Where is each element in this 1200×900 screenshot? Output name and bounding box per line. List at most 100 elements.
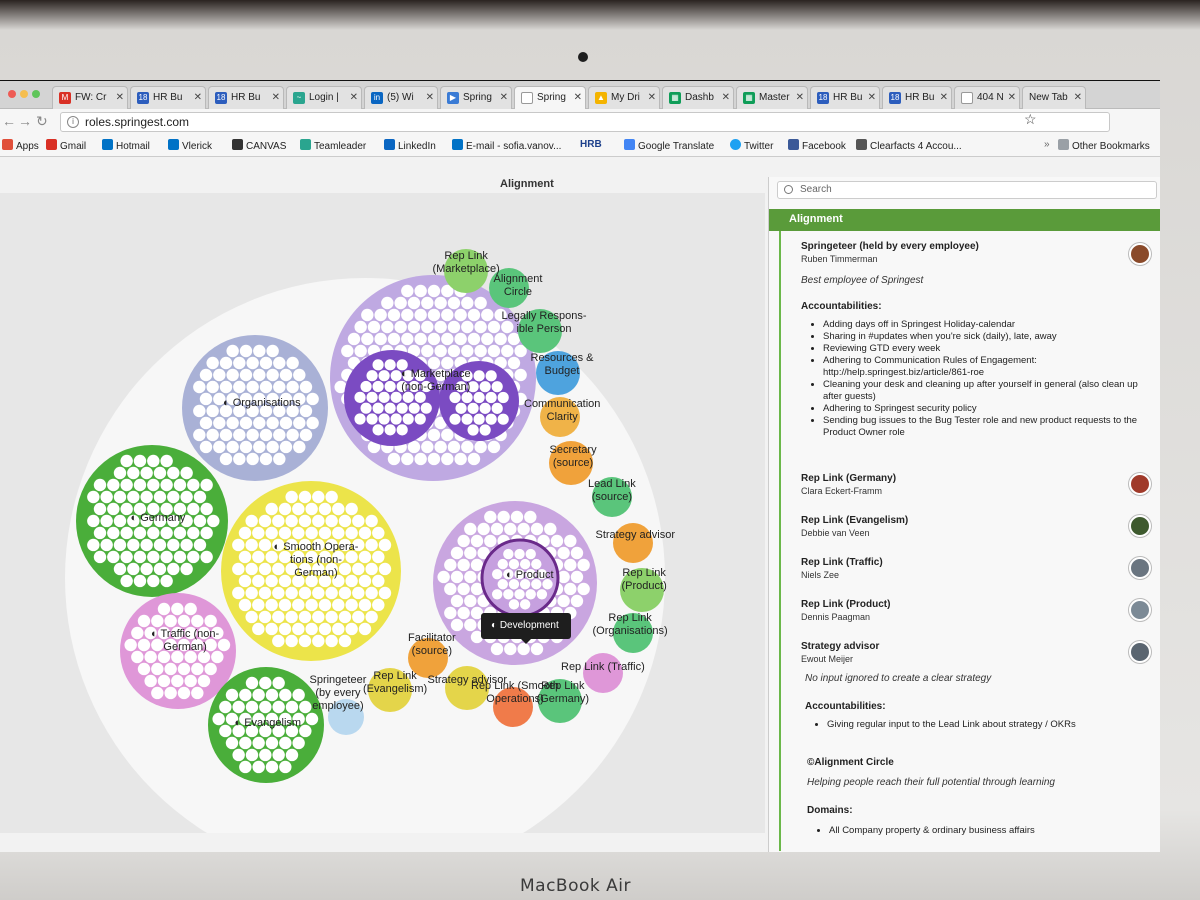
- bookmark-teamleader[interactable]: Teamleader: [300, 139, 366, 152]
- tab-dashboard[interactable]: ▦Dashb✕: [662, 86, 734, 109]
- tab-my-drive[interactable]: ▲My Dri✕: [588, 86, 660, 109]
- circle-label[interactable]: ◐ Traffic (non-German): [151, 628, 220, 653]
- circle-header[interactable]: Alignment: [769, 209, 1160, 231]
- bookmark-linkedin[interactable]: LinkedIn: [384, 139, 436, 152]
- bookmark-google-translate[interactable]: Google Translate: [624, 139, 714, 152]
- role-rep-link-product[interactable]: Rep Link (Product) Dennis Paagman: [801, 599, 891, 622]
- close-window-icon[interactable]: [8, 90, 16, 98]
- search-input[interactable]: Search: [777, 181, 1157, 199]
- forward-icon[interactable]: →: [18, 113, 32, 129]
- circle-label[interactable]: ◐ Organisations: [223, 396, 301, 409]
- role-rep-link-product[interactable]: [620, 568, 664, 612]
- tab-linkedin[interactable]: in(5) Wi✕: [364, 86, 438, 109]
- circle-label[interactable]: ◐ Product: [506, 568, 554, 581]
- close-tab-icon[interactable]: ✕: [499, 92, 508, 103]
- circle-map[interactable]: ◐ Development Rep Link(Marketplace)Align…: [0, 193, 765, 833]
- role-springeteer[interactable]: Springeteer (held by every employee) Rub…: [801, 241, 979, 264]
- circle-label[interactable]: ◐ Smooth Opera-tions (non-German): [273, 540, 359, 579]
- bookmark-gmail[interactable]: Gmail: [46, 139, 86, 152]
- circle-label[interactable]: ◐ Marketplace(non-German): [401, 368, 471, 393]
- url-field[interactable]: i roles.springest.com: [60, 112, 1110, 132]
- bookmark-clearfacts[interactable]: Clearfacts 4 Accou...: [856, 139, 962, 152]
- role-rep-link-smooth[interactable]: [493, 687, 533, 727]
- tab-login[interactable]: ~Login |✕: [286, 86, 362, 109]
- bookmark-facebook[interactable]: Facebook: [788, 139, 846, 152]
- role-springeteer[interactable]: [328, 699, 364, 735]
- circle-label[interactable]: Rep Link(Germany): [536, 680, 590, 705]
- role-resources-budget[interactable]: [536, 351, 580, 395]
- role-alignment-circle[interactable]: [489, 268, 529, 308]
- close-tab-icon[interactable]: ✕: [115, 92, 124, 103]
- close-tab-icon[interactable]: ✕: [1073, 92, 1082, 103]
- close-tab-icon[interactable]: ✕: [573, 92, 582, 103]
- bookmark-canvas[interactable]: CANVAS: [232, 139, 286, 152]
- role-rep-link-traffic[interactable]: Rep Link (Traffic) Niels Zee: [801, 557, 883, 580]
- role-facilitator[interactable]: [408, 638, 448, 678]
- more-bookmarks-icon[interactable]: »: [1044, 139, 1050, 150]
- circle-label[interactable]: Facilitator(source): [408, 632, 456, 657]
- role-rep-link-organisations[interactable]: [613, 613, 653, 653]
- role-legally-responsible[interactable]: [518, 309, 562, 353]
- bookmark-hrb[interactable]: HRB: [580, 139, 602, 150]
- bookmark-vlerick[interactable]: Vlerick: [168, 139, 212, 152]
- circle-label[interactable]: Rep Link(Evangelism): [363, 670, 428, 695]
- circle-label[interactable]: ◐ Evangelism: [234, 716, 302, 729]
- role-strategy-advisor-2[interactable]: [445, 666, 489, 710]
- alignment-circle-title[interactable]: ©Alignment Circle: [807, 757, 894, 768]
- role-secretary[interactable]: [549, 441, 593, 485]
- circle-label[interactable]: Secretary(source): [549, 444, 597, 469]
- close-tab-icon[interactable]: ✕: [1007, 92, 1016, 103]
- circle-map-canvas[interactable]: [0, 193, 765, 833]
- circle-label[interactable]: Strategy advisor: [427, 673, 507, 686]
- bookmark-apps[interactable]: Apps: [2, 139, 39, 152]
- close-tab-icon[interactable]: ✕: [193, 92, 202, 103]
- close-tab-icon[interactable]: ✕: [271, 92, 280, 103]
- close-tab-icon[interactable]: ✕: [795, 92, 804, 103]
- role-rep-link-germany[interactable]: Rep Link (Germany) Clara Eckert-Framm: [801, 473, 897, 496]
- bookmark-star-icon[interactable]: ☆: [1024, 111, 1037, 127]
- tab-springest-active[interactable]: Spring✕: [514, 86, 586, 110]
- bookmark-other[interactable]: Other Bookmarks: [1058, 139, 1150, 152]
- reload-icon[interactable]: ↻: [36, 113, 48, 129]
- role-rep-link-germany[interactable]: [538, 679, 582, 723]
- bookmark-twitter[interactable]: Twitter: [730, 139, 773, 152]
- circle-label[interactable]: Resources &Budget: [530, 352, 594, 377]
- tab-master[interactable]: ▦Master✕: [736, 86, 808, 109]
- close-tab-icon[interactable]: ✕: [349, 92, 358, 103]
- role-lead-link[interactable]: [592, 477, 632, 517]
- close-tab-icon[interactable]: ✕: [721, 92, 730, 103]
- role-communication-clarity[interactable]: [540, 397, 580, 437]
- role-rep-link-marketplace[interactable]: [444, 249, 488, 293]
- bookmark-email[interactable]: E-mail - sofia.vanov...: [452, 139, 561, 152]
- circle-label[interactable]: ◐ Germany: [130, 511, 186, 524]
- bookmark-hotmail[interactable]: Hotmail: [102, 139, 150, 152]
- role-rep-link-traffic[interactable]: [583, 653, 623, 693]
- close-tab-icon[interactable]: ✕: [939, 92, 948, 103]
- circle-label[interactable]: Rep Link(Organisations): [592, 612, 668, 637]
- circle-label[interactable]: Strategy advisor: [595, 528, 675, 541]
- zoom-window-icon[interactable]: [32, 90, 40, 98]
- tab-springest-1[interactable]: ▶Spring✕: [440, 86, 512, 109]
- close-tab-icon[interactable]: ✕: [867, 92, 876, 103]
- circle-label[interactable]: Legally Respons-ible Person: [501, 310, 587, 335]
- circle-label[interactable]: Rep Link(Product): [621, 567, 667, 592]
- close-tab-icon[interactable]: ✕: [425, 92, 434, 103]
- circle-label[interactable]: Rep Link (Traffic): [561, 660, 645, 673]
- tab-404[interactable]: 404 N✕: [954, 86, 1020, 109]
- role-strategy-advisor[interactable]: Strategy advisor Ewout Meijer: [801, 641, 880, 664]
- close-tab-icon[interactable]: ✕: [647, 92, 656, 103]
- back-icon[interactable]: ←: [2, 113, 16, 129]
- role-rep-link-evangelism[interactable]: [368, 668, 412, 712]
- circle-label[interactable]: Lead Link(source): [588, 478, 636, 503]
- role-strategy-advisor[interactable]: [613, 523, 653, 563]
- circle-label[interactable]: Rep Link(Marketplace): [432, 250, 500, 275]
